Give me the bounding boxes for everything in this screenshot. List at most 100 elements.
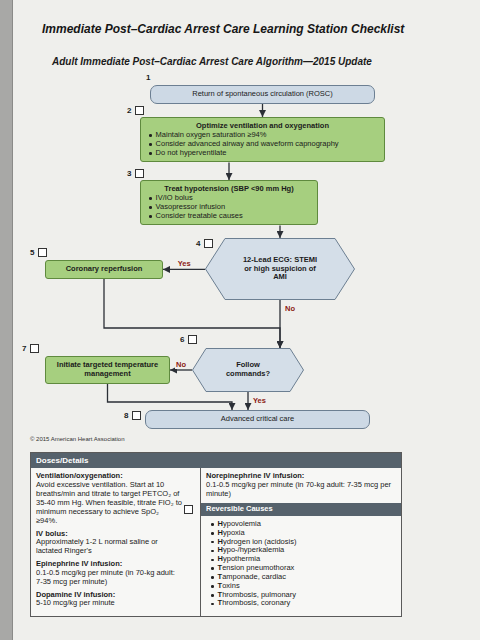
text-row: Optimize ventilation and oxygenation (147, 122, 378, 131)
bullet-row: Do not hyperventilate (147, 149, 378, 158)
subtitle: Adult Immediate Post–Cardiac Arrest Care… (52, 56, 372, 67)
list-row: Hypovolemia (209, 520, 396, 529)
flow-arrow (163, 269, 205, 270)
bullet-dot (211, 567, 214, 570)
label-row: 5 (30, 248, 34, 257)
flow-arrow (228, 162, 229, 180)
page-title: Immediate Post–Cardiac Arrest Care Learn… (42, 22, 404, 36)
bullet-text: IV/IO bolus (156, 194, 193, 203)
label-row: 7 (22, 344, 26, 353)
label-row: Dopamine IV infusion: (36, 591, 182, 600)
bullet-dot (211, 576, 214, 579)
label-row: 6 (180, 335, 184, 344)
label-row: 3 (127, 169, 131, 178)
process-box: Initiate targeted temperature management (45, 356, 170, 384)
cause-item: Tension pneumothorax (218, 564, 295, 573)
checkbox (184, 505, 193, 514)
callout-number: 4 (196, 239, 200, 248)
flow-arrow (279, 225, 280, 238)
label-row: 0.1-0.5 mcg/kg per minute (in 70-kg adul… (36, 569, 182, 587)
label-row: Approximately 1-2 L normal saline or lac… (36, 538, 182, 556)
dose-heading: Ventilation/oxygenation: (36, 471, 123, 480)
label-row: Avoid excessive ventilation. Start at 10… (36, 481, 182, 525)
list-row: Hydrogen ion (acidosis) (209, 538, 396, 547)
bullet-dot (211, 559, 214, 562)
cause-item: Hypoxia (218, 529, 245, 538)
process-box: Optimize ventilation and oxygenationMain… (140, 117, 385, 162)
bullet-text: Maintain oxygen saturation ≥94% (156, 131, 267, 140)
cause-item: Hydrogen ion (acidosis) (218, 538, 297, 547)
edge-label: Yes (252, 397, 267, 405)
cause-item: Thrombosis, pulmonary (218, 591, 296, 600)
text-row: Follow commands? (216, 361, 280, 379)
checkbox (133, 412, 141, 420)
checkbox (136, 107, 144, 115)
text-row: Treat hypotension (SBP <90 mm Hg) (147, 185, 311, 194)
list-row: Hypoxia (209, 529, 396, 538)
bullet-text: Consider treatable causes (156, 212, 243, 221)
cause-item: Hypothermia (218, 555, 261, 564)
hexagon-shape (206, 239, 355, 300)
label-row: 5-10 mcg/kg per minute (36, 599, 182, 608)
decision-hexagon: 12-Lead ECG: STEMI or high suspicion of … (205, 238, 355, 300)
bullet-dot (211, 603, 214, 606)
checkbox (205, 240, 213, 248)
callout-number: 1 (146, 73, 150, 82)
text-row: Initiate targeted temperature management (52, 361, 163, 379)
text-row: Advanced critical care (152, 415, 363, 424)
bullet-dot (149, 197, 152, 200)
callout-number: 8 (124, 411, 128, 420)
edge-label: No (284, 305, 296, 313)
list-row: Thrombosis, coronary (209, 599, 396, 608)
label-row: Ventilation/oxygenation: (36, 472, 182, 481)
bullet-dot (149, 215, 152, 218)
dose-text: Approximately 1-2 L normal saline or lac… (36, 537, 158, 555)
callout-number: 3 (127, 169, 131, 178)
list-row: Hypothermia (209, 555, 396, 564)
dose-text: 0.1-0.5 mcg/kg per minute (in 70-kg adul… (36, 568, 175, 586)
bullet-row: Consider advanced airway and waveform ca… (147, 140, 378, 149)
process-box: Treat hypotension (SBP <90 mm Hg)IV/IO b… (140, 180, 318, 225)
cause-item: Thrombosis, coronary (218, 599, 291, 608)
label-row: Norepinephrine IV infusion: (206, 472, 396, 481)
bullet-text: Do not hyperventilate (156, 149, 227, 158)
facing-page-edge (0, 0, 12, 640)
bullet-text: Vasopressor infusion (156, 203, 225, 212)
table-header-band: Doses/Details (31, 453, 401, 468)
callout-number: 6 (180, 335, 184, 344)
section-band: Reversible Causes (201, 503, 401, 516)
bullet-dot (149, 143, 152, 146)
cause-item: Hypo-/hyperkalemia (218, 546, 285, 555)
cause-item: Hypovolemia (218, 520, 261, 529)
node-text: 12-Lead ECG: STEMI or high suspicion of … (243, 255, 317, 282)
node-text: Coronary reperfusion (66, 264, 143, 273)
edge-label: No (175, 361, 187, 369)
dose-heading: Epinephrine IV infusion: (36, 559, 122, 568)
list-row: Thrombosis, pulmonary (209, 591, 396, 600)
table-column: Ventilation/oxygenation:Avoid excessive … (31, 468, 201, 616)
label-row: 8 (124, 411, 128, 420)
label-row: Doses/Details (36, 456, 396, 465)
cause-list: HypovolemiaHypoxiaHydrogen ion (acidosis… (201, 516, 401, 613)
checkbox (136, 170, 144, 178)
table-header: Doses/Details (36, 456, 88, 465)
page-edge-line (12, 0, 13, 640)
bullet-dot (211, 541, 214, 544)
list-row: Tamponade, cardiac (209, 573, 396, 582)
text-row: 12-Lead ECG: STEMI or high suspicion of … (241, 256, 319, 283)
text-row: Coronary reperfusion (52, 265, 156, 274)
copyright-note: © 2015 American Heart Association (30, 436, 124, 442)
process-box: Coronary reperfusion (45, 260, 163, 279)
checkbox-square (185, 505, 193, 513)
label-row: Adult Immediate Post–Cardiac Arrest Care… (52, 56, 372, 67)
end-box: Advanced critical care (145, 410, 370, 429)
list-row: Toxins (209, 582, 396, 591)
bullet-dot (149, 206, 152, 209)
callout-number: 7 (22, 344, 26, 353)
decision-hexagon: Follow commands? (192, 348, 304, 392)
table-cell: Norepinephrine IV infusion:0.1-0.5 mcg/k… (201, 468, 401, 503)
list-row: Tension pneumothorax (209, 564, 396, 573)
doses-table: Doses/Details Ventilation/oxygenation:Av… (30, 452, 402, 617)
bullet-dot (211, 594, 214, 597)
